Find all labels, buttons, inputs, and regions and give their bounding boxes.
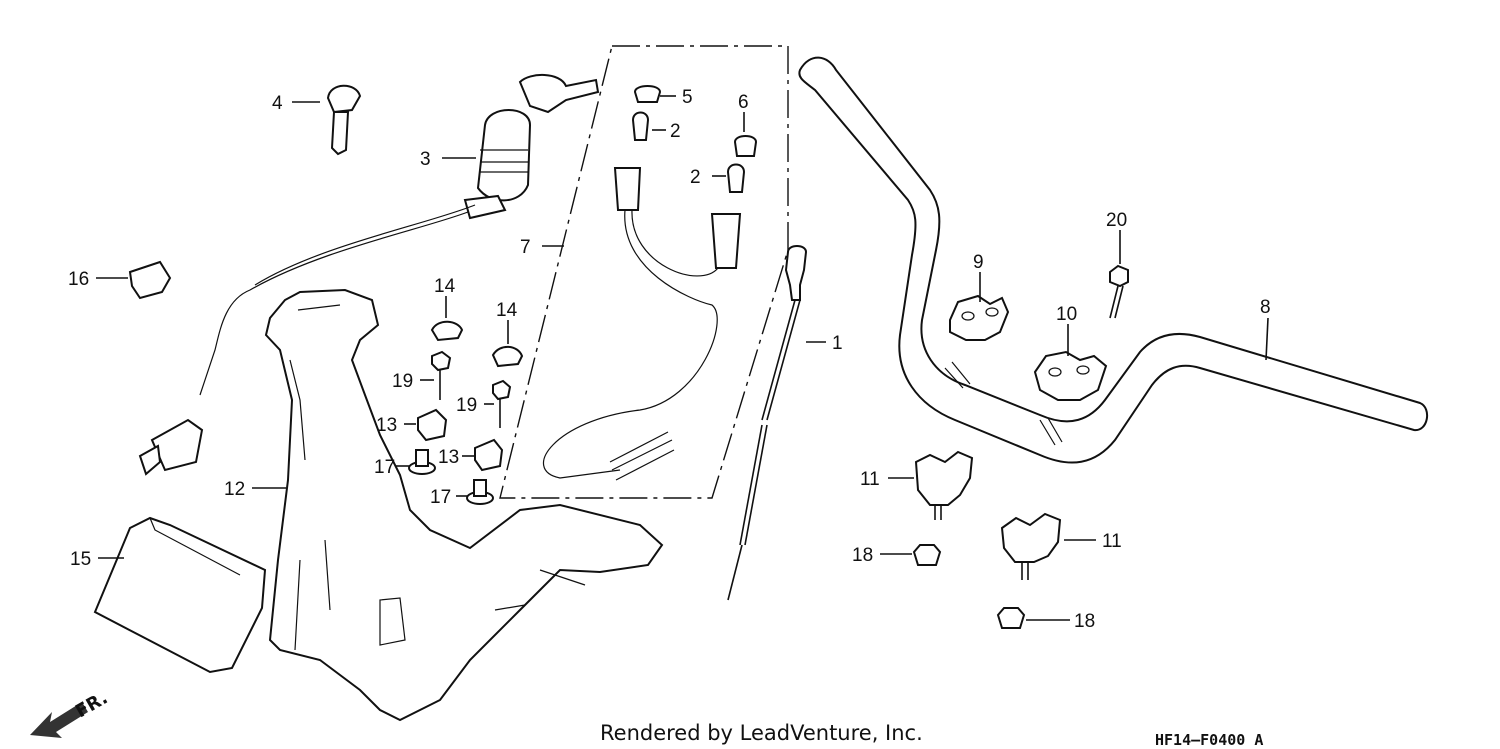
callout-2b[interactable]: 2 <box>690 167 701 188</box>
key-part[interactable] <box>326 84 362 156</box>
lower-holder-part-11a[interactable] <box>914 450 974 520</box>
callout-1[interactable]: 1 <box>832 333 843 354</box>
rubber-part-14b[interactable] <box>491 345 524 368</box>
arrow-icon <box>30 702 88 738</box>
collar-part-17b[interactable] <box>466 479 494 505</box>
collar-part-17a[interactable] <box>408 449 436 475</box>
callout-17b-label[interactable]: 17 <box>430 487 451 508</box>
callout-11b[interactable]: 11 <box>1102 531 1122 552</box>
nut-part-18b[interactable] <box>996 607 1026 629</box>
indicator-harness-group <box>499 45 789 499</box>
callout-19b[interactable]: 19 <box>456 395 477 416</box>
callout-18a[interactable]: 18 <box>852 545 873 566</box>
bolt-part-20[interactable] <box>1109 264 1129 319</box>
bulb-socket-part-6[interactable] <box>733 135 758 157</box>
bulb-part-2b[interactable] <box>726 163 746 193</box>
upper-holder-part-10[interactable] <box>1033 350 1108 401</box>
callout-20[interactable]: 20 <box>1106 210 1127 231</box>
callout-5[interactable]: 5 <box>682 87 693 108</box>
upper-holder-part-9[interactable] <box>949 294 1010 341</box>
callout-12[interactable]: 12 <box>224 479 245 500</box>
lower-holder-part-11b[interactable] <box>1000 512 1062 580</box>
ignition-switch-part[interactable] <box>138 74 600 476</box>
screw-part-19b[interactable] <box>492 379 512 428</box>
clamp-part-16[interactable] <box>128 260 172 300</box>
callout-15[interactable]: 15 <box>70 549 91 570</box>
callout-labels: 4 3 5 2 6 2 7 1 8 9 10 20 11 11 18 18 12… <box>68 87 1271 632</box>
nut-part-18a[interactable] <box>912 544 942 566</box>
bulb-part-2a[interactable] <box>631 111 650 141</box>
top-cover-part[interactable] <box>264 288 664 722</box>
footer-credit: Rendered by LeadVenture, Inc. <box>600 721 923 745</box>
callout-8[interactable]: 8 <box>1260 297 1271 318</box>
cover-part-15[interactable] <box>93 516 267 674</box>
callout-7[interactable]: 7 <box>520 237 531 258</box>
diagram-code: HF14–F0400 A <box>1155 731 1263 749</box>
front-direction-arrow: FR. <box>30 687 111 738</box>
callout-2a[interactable]: 2 <box>670 121 681 142</box>
callout-9[interactable]: 9 <box>973 252 984 273</box>
callout-16[interactable]: 16 <box>68 269 89 290</box>
callout-10[interactable]: 10 <box>1056 304 1077 325</box>
nut-part-13a[interactable] <box>417 408 448 442</box>
nut-part-13b[interactable] <box>474 438 504 472</box>
bulb-socket-part-5[interactable] <box>633 85 662 103</box>
callout-13b[interactable]: 13 <box>438 447 459 468</box>
callout-19a[interactable]: 19 <box>392 371 413 392</box>
choke-cable-part[interactable] <box>727 245 808 601</box>
leader-lines <box>96 95 1269 621</box>
callout-13a[interactable]: 13 <box>376 415 397 436</box>
screw-part-19a[interactable] <box>431 350 452 400</box>
handlebar-part[interactable] <box>798 56 1429 464</box>
indicator-harness-part[interactable] <box>542 167 742 481</box>
callout-3[interactable]: 3 <box>420 149 431 170</box>
callout-14a[interactable]: 14 <box>434 276 456 297</box>
callout-4[interactable]: 4 <box>272 93 283 114</box>
rubber-part-14a[interactable] <box>430 320 464 342</box>
callout-11a[interactable]: 11 <box>860 469 880 490</box>
callout-14b[interactable]: 14 <box>496 300 518 321</box>
callout-6[interactable]: 6 <box>738 92 749 113</box>
callout-17a-label[interactable]: 17 <box>374 457 395 478</box>
callout-18b[interactable]: 18 <box>1074 611 1095 632</box>
